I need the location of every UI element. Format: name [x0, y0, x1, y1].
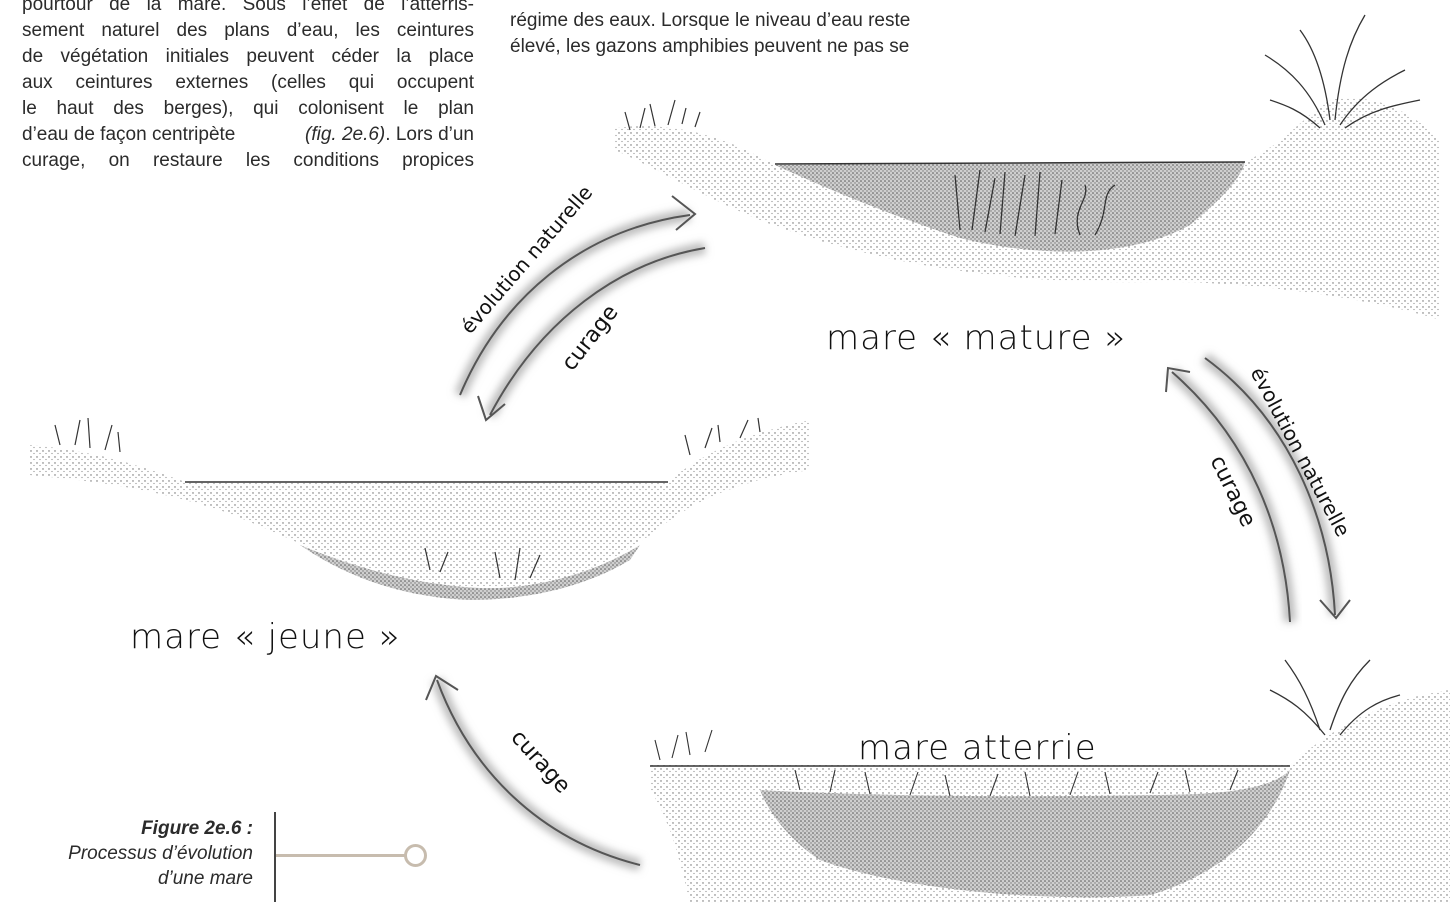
stage-label-atterrie: mare atterrie: [858, 728, 1097, 768]
figure-caption: Figure 2e.6 : Processus d’évolution d’un…: [0, 816, 253, 891]
bank-soil: [30, 420, 810, 590]
pond-jeune: [30, 418, 810, 600]
stage-label-mature: mare « mature »: [826, 318, 1126, 358]
pond-atterrie: [650, 660, 1450, 903]
arrow-label-right-outer: évolution naturelle: [1246, 363, 1356, 540]
stage-label-jeune: mare « jeune »: [130, 617, 401, 657]
caption-line: Processus d’évolution: [0, 841, 253, 866]
arrow-label-bottom: curage: [506, 725, 575, 798]
bank-grass-left: [625, 100, 700, 130]
caption-divider: [274, 812, 276, 902]
pond-mature: [615, 15, 1440, 320]
caption-connector-line: [276, 854, 408, 857]
caption-connector-dot: [404, 844, 427, 867]
caption-line: d’une mare: [0, 866, 253, 891]
caption-title: Figure 2e.6 :: [0, 816, 253, 841]
